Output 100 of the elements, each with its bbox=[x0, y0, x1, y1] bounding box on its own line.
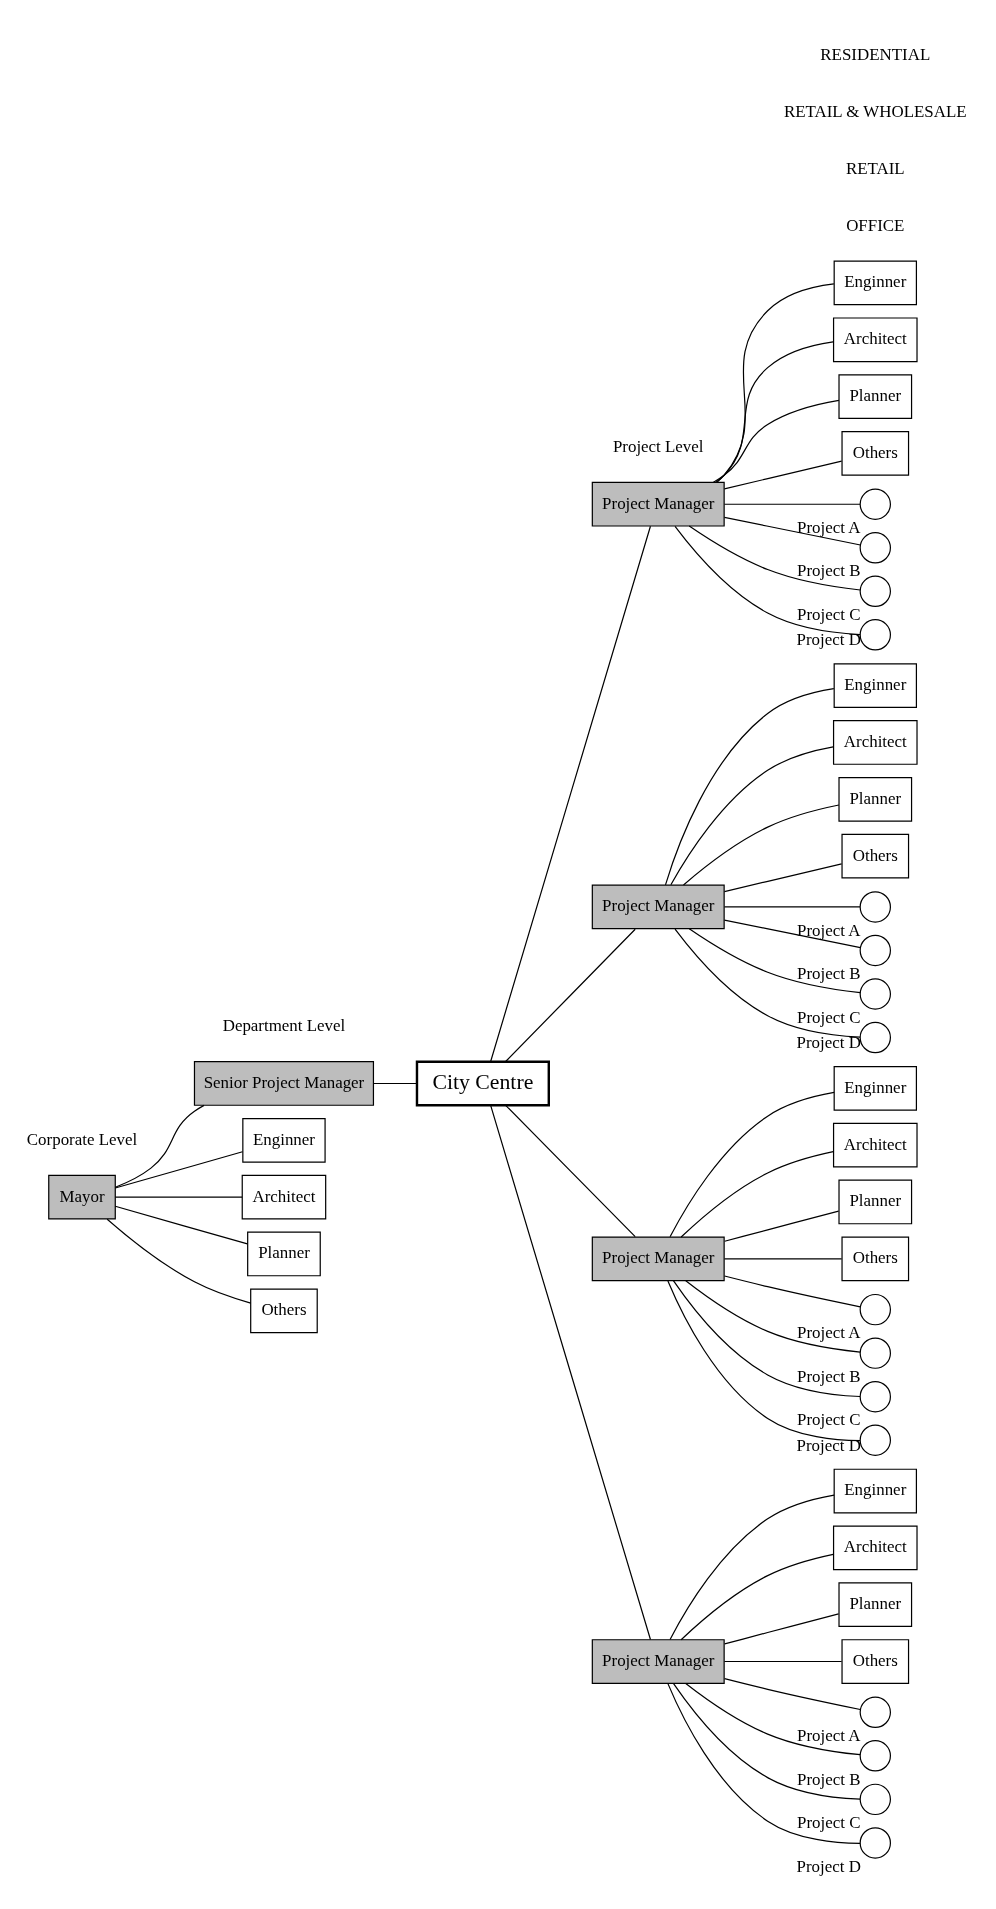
node-label: Project A bbox=[797, 920, 861, 940]
node-label: Project A bbox=[797, 517, 861, 537]
node-box: Architect bbox=[832, 719, 918, 765]
node-box: Planner bbox=[838, 1581, 913, 1627]
node-circle bbox=[859, 934, 891, 966]
label: RETAIL bbox=[845, 158, 905, 178]
node-circle bbox=[859, 531, 891, 563]
label: RETAIL & WHOLESALE bbox=[783, 101, 967, 121]
node-circle bbox=[859, 890, 891, 923]
connector bbox=[114, 1150, 244, 1189]
connector bbox=[716, 282, 835, 483]
node-box: City Centre bbox=[415, 1060, 550, 1106]
connector bbox=[490, 1104, 652, 1640]
node-box: Mayor bbox=[48, 1174, 116, 1220]
node-box: Planner bbox=[838, 776, 913, 822]
node-box: Project Manager bbox=[591, 1638, 725, 1684]
node-box: Enginner bbox=[242, 1117, 326, 1163]
connector bbox=[724, 1612, 840, 1645]
connector bbox=[682, 803, 840, 886]
node-label: Project A bbox=[797, 1725, 861, 1745]
connector bbox=[723, 905, 861, 908]
connector bbox=[723, 862, 843, 892]
connector bbox=[680, 1150, 834, 1238]
node-box: Enginner bbox=[833, 260, 917, 305]
node-circle bbox=[859, 1336, 891, 1369]
connector bbox=[723, 516, 862, 546]
node-label: Project B bbox=[797, 963, 861, 983]
node-circle bbox=[859, 977, 891, 1010]
node-label: Project D bbox=[796, 1856, 861, 1876]
node-circle bbox=[859, 1380, 891, 1412]
node-box: Senior Project Manager bbox=[193, 1060, 375, 1106]
connector bbox=[505, 1104, 636, 1237]
label: Project Level bbox=[612, 436, 704, 456]
connector bbox=[373, 1082, 418, 1084]
connector bbox=[723, 460, 843, 489]
connector bbox=[505, 928, 636, 1062]
node-box: Project Manager bbox=[591, 1235, 725, 1281]
node-label: Project B bbox=[797, 1769, 861, 1788]
connector bbox=[667, 1279, 861, 1441]
connector bbox=[490, 525, 652, 1062]
connector bbox=[688, 524, 861, 591]
node-circle bbox=[859, 618, 891, 651]
node-box: Architect bbox=[832, 1122, 918, 1168]
connector bbox=[712, 399, 840, 483]
node-label: Project D bbox=[796, 1032, 861, 1052]
connector bbox=[680, 1553, 834, 1640]
connector bbox=[674, 525, 861, 635]
node-circle bbox=[859, 1739, 891, 1772]
connector bbox=[688, 927, 861, 993]
node-circle bbox=[859, 1826, 891, 1859]
node-box: Enginner bbox=[833, 662, 917, 708]
node-label: Project C bbox=[797, 1007, 861, 1027]
node-label: Project C bbox=[797, 1812, 861, 1832]
connector bbox=[723, 1274, 861, 1307]
connector bbox=[669, 1494, 835, 1640]
node-circle bbox=[859, 1783, 891, 1815]
connector bbox=[723, 1660, 843, 1662]
connector bbox=[672, 1682, 861, 1800]
node-circle bbox=[859, 1293, 891, 1325]
node-label: Project B bbox=[797, 560, 861, 580]
connector bbox=[674, 928, 861, 1038]
connector bbox=[670, 745, 834, 885]
node-circle bbox=[859, 1696, 891, 1728]
node-label: Project D bbox=[796, 629, 861, 649]
label: OFFICE bbox=[846, 215, 905, 235]
connector bbox=[114, 1205, 248, 1245]
node-box: Architect bbox=[241, 1174, 327, 1220]
node-box: Project Manager bbox=[591, 884, 725, 929]
node-box: Others bbox=[841, 430, 910, 476]
node-box: Planner bbox=[247, 1231, 321, 1276]
node-box: Others bbox=[841, 1235, 910, 1281]
node-box: Architect bbox=[832, 316, 918, 362]
label: Department Level bbox=[222, 1015, 346, 1035]
connector bbox=[724, 1210, 840, 1242]
node-box: Others bbox=[841, 1638, 910, 1684]
connector bbox=[723, 919, 862, 948]
node-box: Others bbox=[250, 1287, 318, 1333]
node-circle bbox=[859, 488, 891, 520]
node-label: Project C bbox=[797, 1409, 861, 1429]
node-circle bbox=[859, 575, 891, 607]
node-box: Enginner bbox=[833, 1065, 917, 1111]
connector bbox=[715, 340, 834, 483]
node-box: Architect bbox=[832, 1524, 918, 1570]
connector bbox=[685, 1279, 861, 1353]
connector bbox=[685, 1682, 861, 1755]
label: RESIDENTIAL bbox=[820, 44, 931, 64]
connector bbox=[106, 1218, 252, 1304]
node-box: Others bbox=[841, 833, 910, 878]
connector bbox=[672, 1279, 861, 1397]
node-label: Project B bbox=[797, 1366, 861, 1386]
connector bbox=[723, 1257, 843, 1259]
connector bbox=[114, 1196, 243, 1198]
node-circle bbox=[859, 1021, 891, 1053]
node-box: Planner bbox=[838, 373, 913, 419]
connector bbox=[664, 687, 835, 885]
connector bbox=[114, 1104, 205, 1188]
node-label: Project C bbox=[797, 604, 861, 624]
node-box: Planner bbox=[838, 1179, 913, 1224]
connector bbox=[723, 1677, 861, 1710]
label: Corporate Level bbox=[26, 1129, 138, 1149]
